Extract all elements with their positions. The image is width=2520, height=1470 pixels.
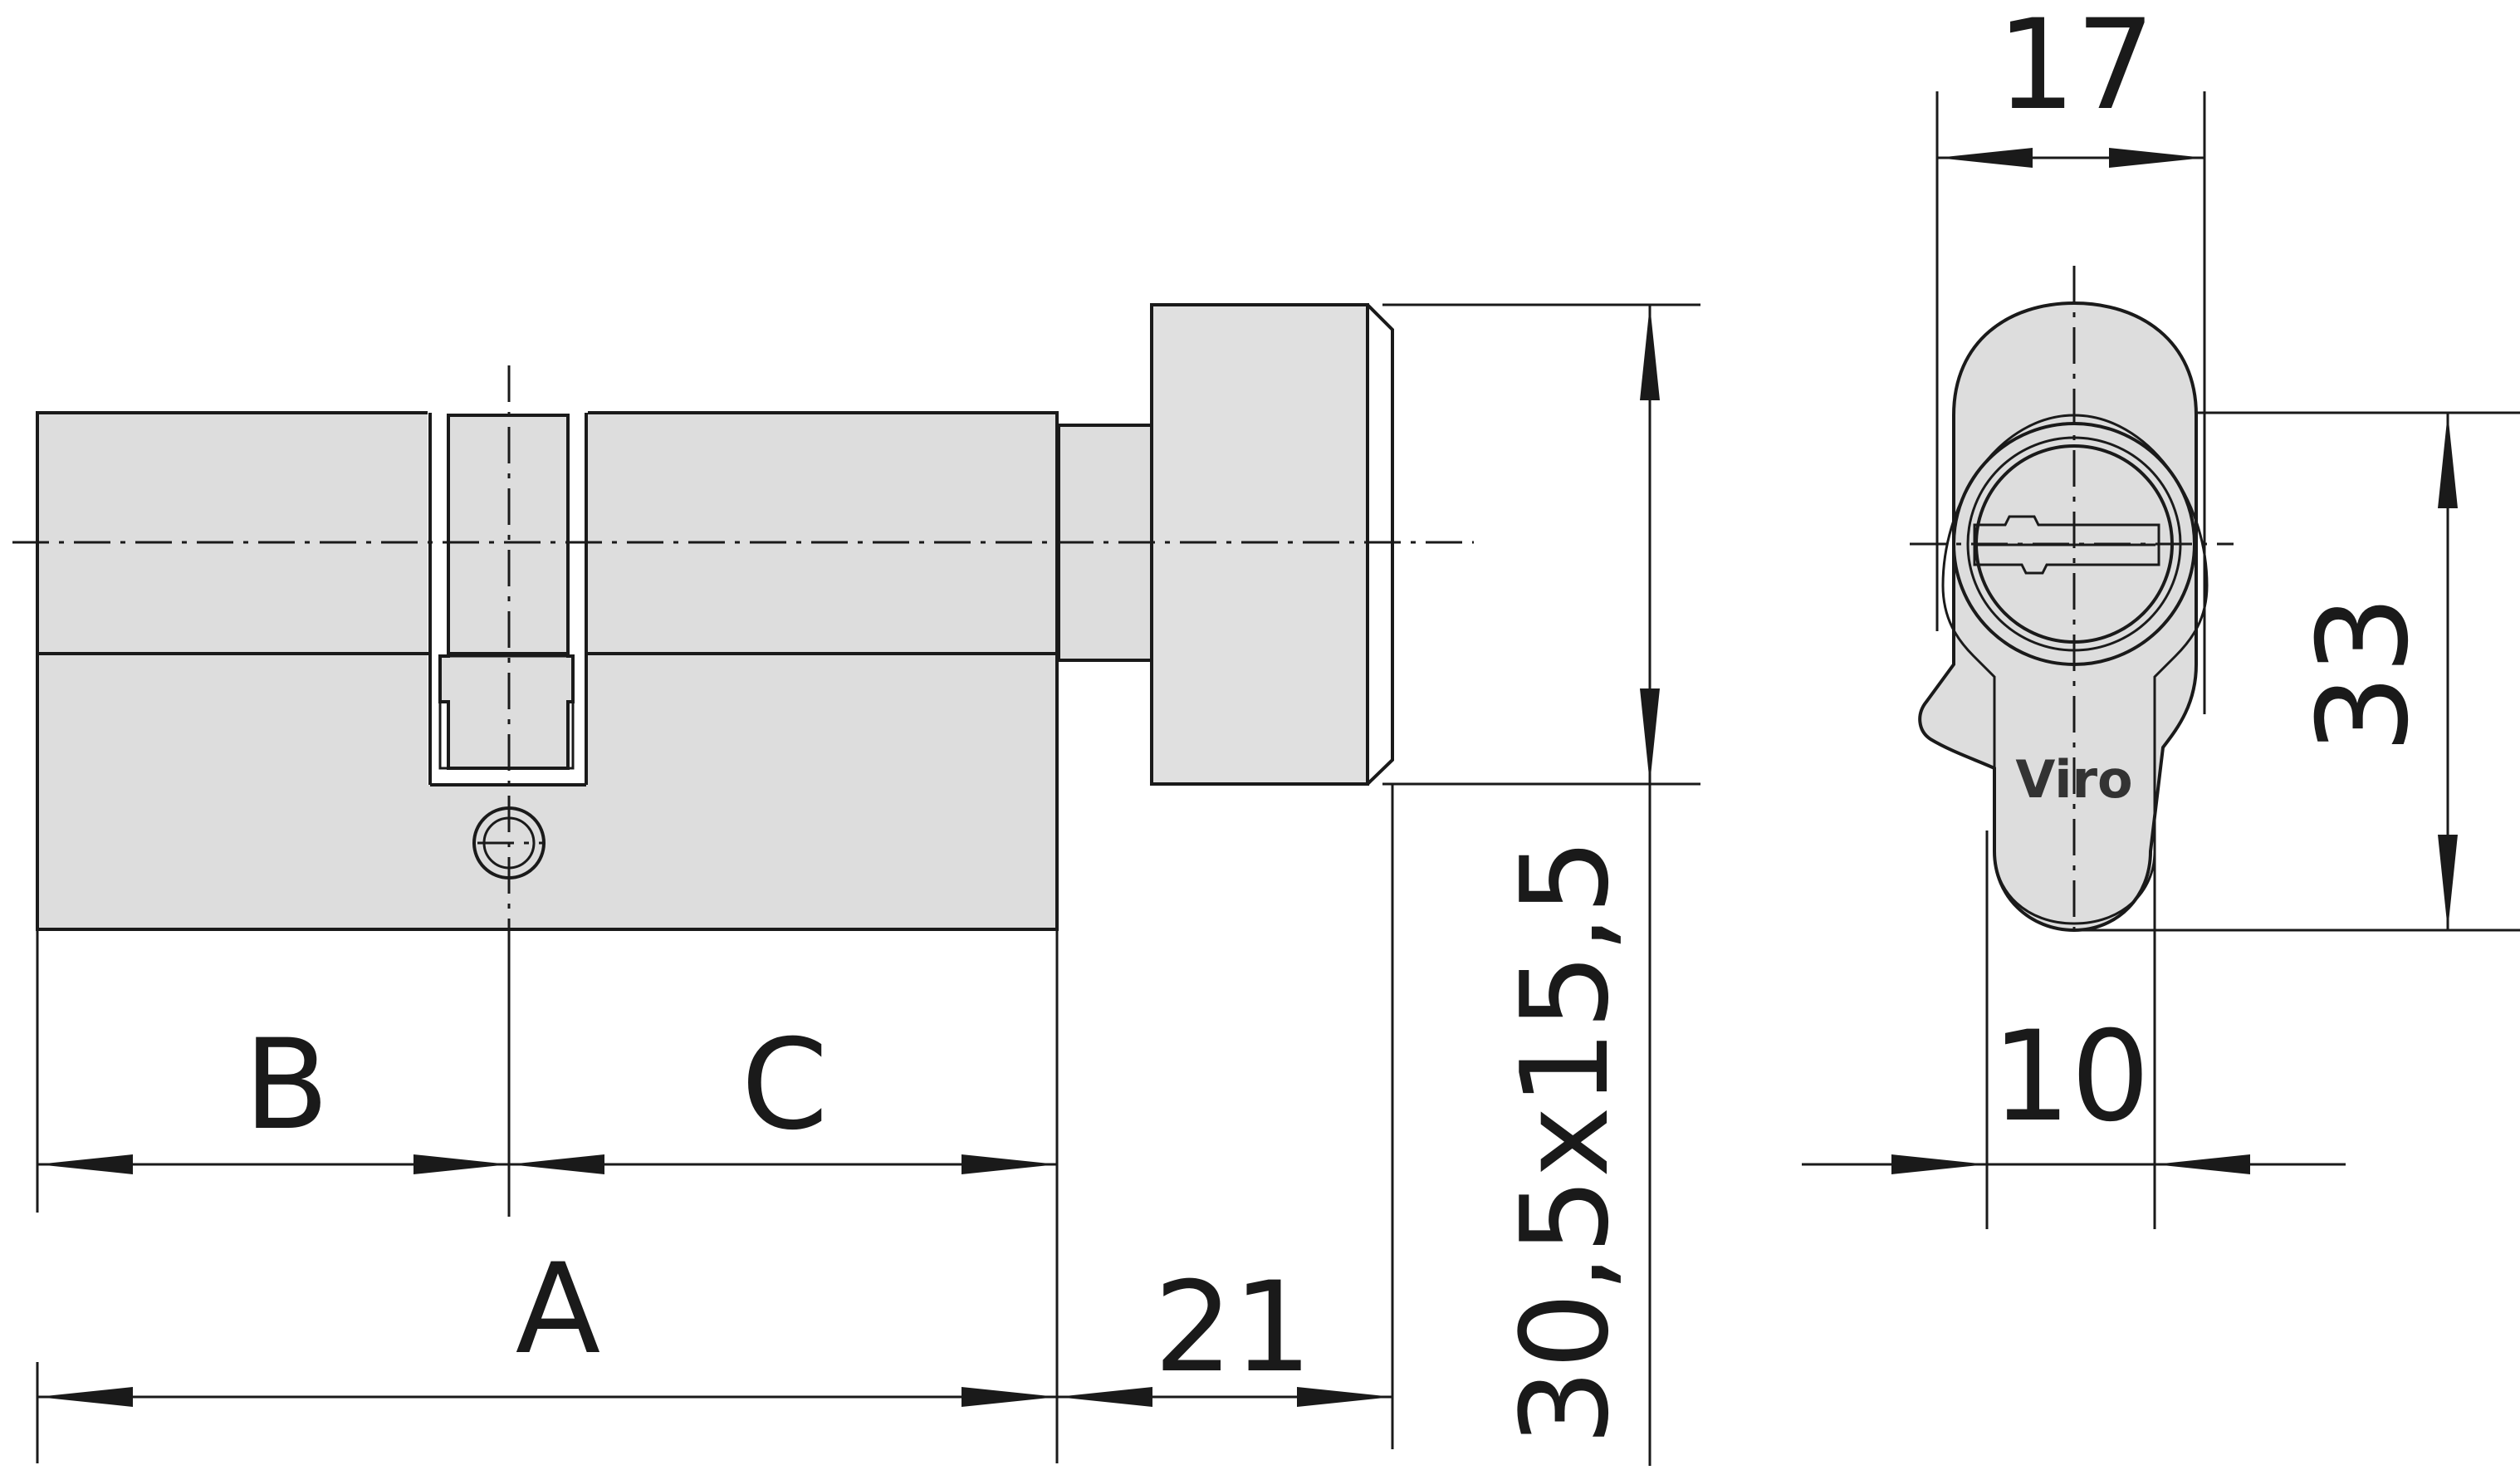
dimension-c-label: C	[741, 1013, 829, 1158]
front-view: Viro 17 33 10	[1802, 0, 2520, 1229]
dimension-knob-length-label: 21	[1154, 1256, 1313, 1400]
brand-logo: Viro	[2015, 749, 2132, 810]
dimension-knob-size-label: 30,5x15,5	[1495, 838, 1636, 1446]
dimension-height-label: 33	[2292, 595, 2436, 754]
dimension-b-label: B	[244, 1013, 330, 1158]
dimension-a-label: A	[516, 1237, 601, 1382]
thumb-turn-knob	[1150, 303, 1369, 786]
keyway	[1973, 515, 2160, 575]
dimension-width-bottom-label: 10	[1992, 1005, 2151, 1149]
side-view: B C A 21 30,5x15,5	[12, 303, 1700, 1466]
cam	[438, 414, 575, 770]
dimension-width-top-label: 17	[1997, 0, 2155, 138]
